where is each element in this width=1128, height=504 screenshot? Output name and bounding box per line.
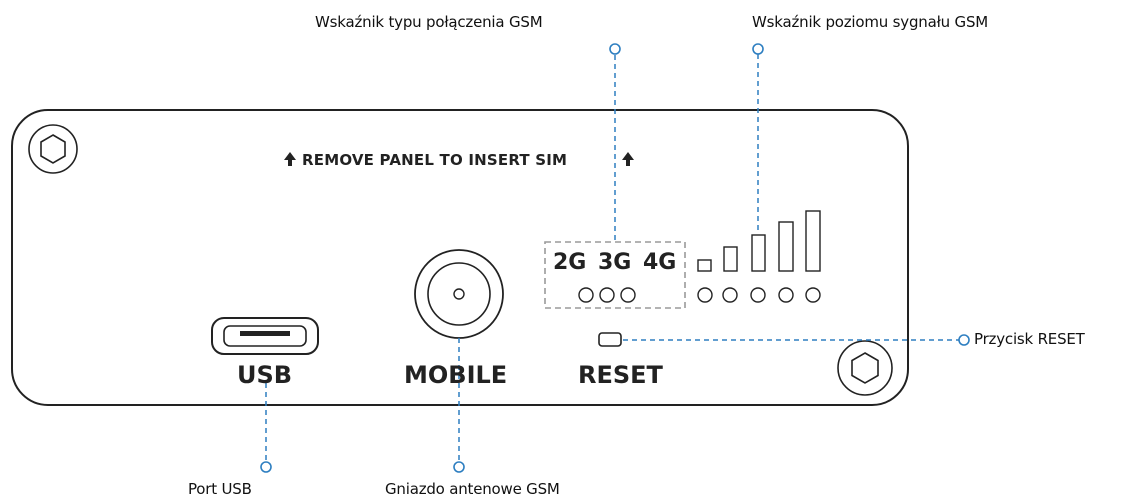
callout-dot bbox=[752, 43, 764, 55]
screw-bottom-right-icon bbox=[837, 340, 893, 396]
signal-led-1 bbox=[697, 287, 713, 303]
mobile-label: MOBILE bbox=[404, 361, 508, 389]
signal-led-2 bbox=[722, 287, 738, 303]
callout-antenna: Gniazdo antenowe GSM bbox=[385, 480, 560, 498]
usb-label: USB bbox=[237, 361, 293, 389]
reset-button-icon[interactable] bbox=[598, 332, 622, 347]
signal-led-5 bbox=[805, 287, 821, 303]
callout-usb-port: Port USB bbox=[188, 480, 252, 498]
sim-notice-text: REMOVE PANEL TO INSERT SIM bbox=[302, 151, 568, 169]
led-3g bbox=[599, 287, 615, 303]
network-type-box bbox=[544, 241, 686, 309]
led-4g bbox=[620, 287, 636, 303]
callout-dot bbox=[453, 461, 465, 473]
signal-bars-icon bbox=[697, 210, 821, 272]
signal-led-4 bbox=[778, 287, 794, 303]
signal-led-3 bbox=[750, 287, 766, 303]
callout-reset-button: Przycisk RESET bbox=[974, 330, 1085, 348]
arrow-up-icon bbox=[284, 152, 296, 166]
callout-dot bbox=[260, 461, 272, 473]
led-2g bbox=[578, 287, 594, 303]
arrow-up-icon bbox=[622, 152, 634, 166]
callout-dot bbox=[609, 43, 621, 55]
network-type-2g: 2G bbox=[553, 250, 587, 275]
callout-signal-level: Wskaźnik poziomu sygnału GSM bbox=[752, 13, 989, 31]
callout-dot bbox=[958, 334, 970, 346]
reset-label: RESET bbox=[578, 361, 663, 389]
screw-top-left-icon bbox=[28, 124, 78, 174]
usb-port-icon[interactable] bbox=[211, 317, 319, 355]
network-type-4g: 4G bbox=[643, 250, 677, 275]
network-type-3g: 3G bbox=[598, 250, 632, 275]
panel-outline bbox=[11, 109, 909, 406]
callout-connection-type: Wskaźnik typu połączenia GSM bbox=[315, 13, 543, 31]
